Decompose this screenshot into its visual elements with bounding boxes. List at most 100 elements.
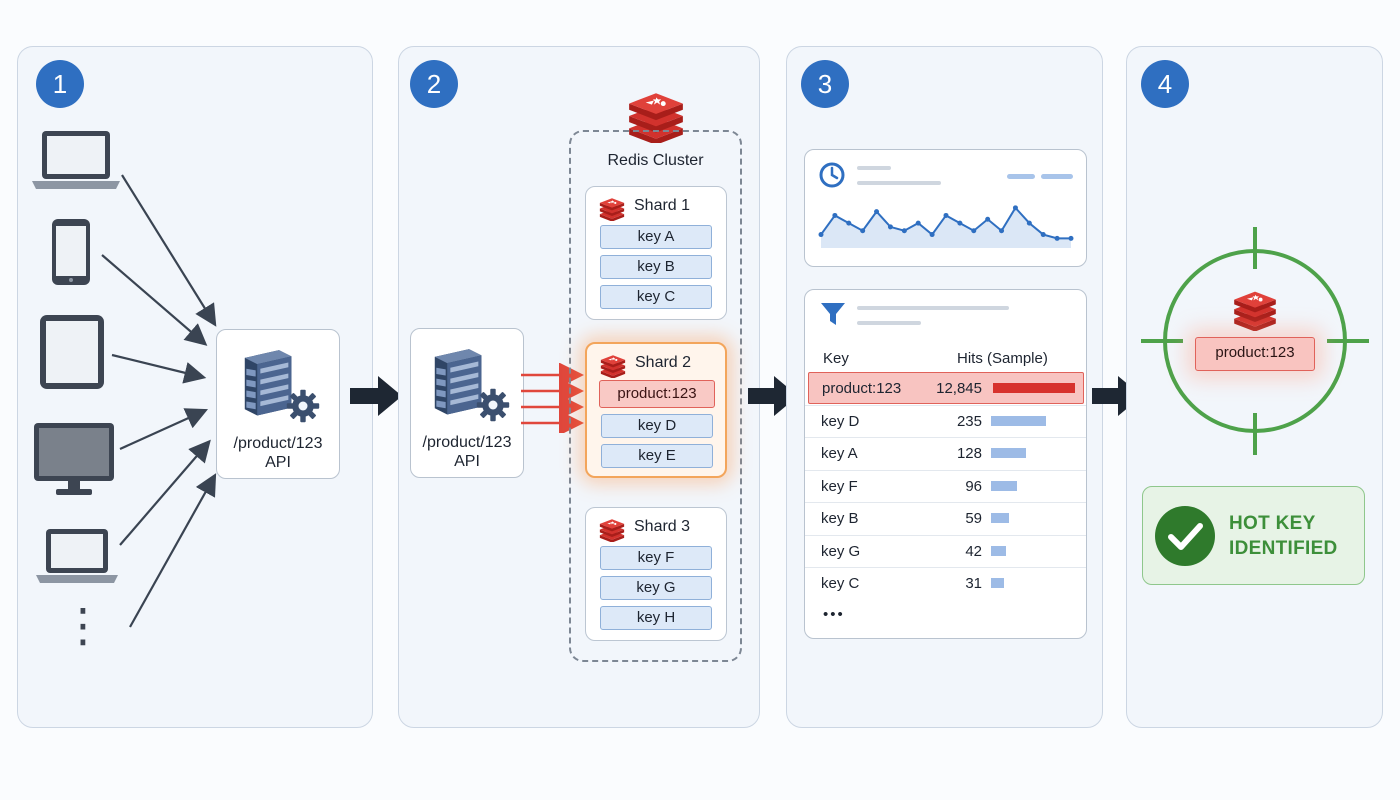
column-header-hits: Hits (Sample) xyxy=(957,350,1048,367)
api-endpoint-box: /product/123 API xyxy=(216,329,340,479)
monitor-icon xyxy=(34,423,114,495)
sparkline-point xyxy=(1040,232,1046,238)
request-arrows xyxy=(101,174,217,628)
sparkline-point xyxy=(1068,235,1074,241)
row-hits-bar xyxy=(991,480,1017,491)
laptop-icon xyxy=(36,529,118,583)
result-line-2: IDENTIFIED xyxy=(1229,538,1338,559)
key-box: key D xyxy=(601,414,713,438)
row-hits-bar xyxy=(991,578,1004,588)
sparkline-point xyxy=(818,232,824,238)
row-hits: 42 xyxy=(965,542,982,560)
row-key: product:123 xyxy=(822,380,902,397)
key-box: key A xyxy=(600,225,712,249)
flow-arrow-1 xyxy=(350,376,402,416)
row-hits-bar xyxy=(991,513,1009,523)
row-hits: 96 xyxy=(965,477,982,495)
tablet-icon xyxy=(40,315,104,389)
table-row: key C 31 xyxy=(805,567,1086,599)
api-path-label: /product/123 xyxy=(233,435,323,452)
redis-icon xyxy=(599,519,625,542)
server-gear-icon xyxy=(434,349,510,422)
key-box: key H xyxy=(600,606,712,630)
filter-icon xyxy=(821,303,845,325)
api-endpoint-box: /product/123 API xyxy=(410,328,524,478)
row-key: key G xyxy=(821,542,861,560)
api-type-label: API xyxy=(265,454,291,471)
api-path-label: /product/123 xyxy=(422,434,512,451)
api-type-label: API xyxy=(454,453,480,470)
row-key: key A xyxy=(821,445,858,462)
row-hits-bar xyxy=(993,383,1075,393)
row-hits: 31 xyxy=(965,575,982,592)
table-row: key G 42 xyxy=(805,534,1086,567)
laptop-icon xyxy=(32,131,120,189)
shard-2: Shard 2 product:123 key D key E xyxy=(585,342,727,478)
sparkline-point xyxy=(832,212,838,218)
hot-key-tag: product:123 xyxy=(1195,337,1315,371)
row-hits: 235 xyxy=(956,412,982,430)
shard-1: Shard 1 key A key B key C xyxy=(585,186,727,320)
sparkline-point xyxy=(1012,205,1018,211)
crosshair-icon xyxy=(1141,227,1369,455)
sparkline-point xyxy=(971,228,977,234)
sparkline-point xyxy=(887,224,893,230)
top-keys-card: Key Hits (Sample) product:123 12,845 key D… xyxy=(804,289,1087,639)
sparkline-point xyxy=(943,212,949,218)
table-row: key F 96 xyxy=(805,469,1086,502)
sparkline-area xyxy=(821,207,1071,248)
smartphone-icon xyxy=(52,219,90,285)
traffic-sparkline xyxy=(818,205,1074,248)
row-key: key F xyxy=(821,477,858,495)
redis-icon xyxy=(599,198,625,221)
step-4-badge: 4 xyxy=(1141,60,1189,108)
panel-step-4: 4 product:123 HOT KEY IDENTIFIED xyxy=(1126,46,1383,728)
column-header-key: Key xyxy=(823,350,849,367)
sparkline-point xyxy=(915,220,921,226)
sparkline-point xyxy=(860,228,866,234)
device-icons xyxy=(32,131,120,583)
key-box: key F xyxy=(600,546,712,570)
key-box: key C xyxy=(600,285,712,309)
step-1-badge: 1 xyxy=(36,60,84,108)
sparkline-point xyxy=(999,228,1005,234)
redis-icon xyxy=(1234,291,1276,331)
flow-arrow-2 xyxy=(748,376,798,416)
panel-step-1: 1 xyxy=(17,46,373,728)
cluster-title: Redis Cluster xyxy=(607,152,704,169)
key-box: key B xyxy=(600,255,712,279)
row-key: key C xyxy=(821,575,860,592)
server-gear-icon xyxy=(244,350,320,423)
table-row: key D 235 xyxy=(805,404,1086,437)
checkmark-icon xyxy=(1155,506,1215,566)
step-2-badge: 2 xyxy=(410,60,458,108)
row-key: key D xyxy=(821,412,860,430)
row-hits-bar xyxy=(991,415,1046,426)
sparkline-point xyxy=(1054,235,1060,241)
sparkline-point xyxy=(1026,220,1032,226)
hot-key-identified-banner: HOT KEY IDENTIFIED xyxy=(1142,486,1365,585)
shard-title: Shard 2 xyxy=(635,354,692,371)
shard-title: Shard 3 xyxy=(634,518,691,535)
header-placeholders xyxy=(857,306,1009,325)
row-hits-bar xyxy=(991,448,1026,458)
hot-key-box: product:123 xyxy=(599,380,715,408)
sparkline-point xyxy=(874,209,880,215)
header-placeholders xyxy=(857,166,1073,185)
shard-title: Shard 1 xyxy=(634,197,691,214)
row-hits: 128 xyxy=(956,445,982,462)
row-hits-bar xyxy=(991,545,1006,556)
more-devices: ⋮ xyxy=(60,599,106,651)
key-box: key E xyxy=(601,444,713,468)
clock-icon xyxy=(819,162,845,188)
result-line-1: HOT KEY xyxy=(1229,513,1316,534)
row-hits: 12,845 xyxy=(936,380,982,397)
traffic-timeseries-card xyxy=(804,149,1087,267)
hot-key-row: product:123 12,845 xyxy=(808,372,1084,404)
sparkline-point xyxy=(985,216,991,222)
key-box: key G xyxy=(600,576,712,600)
panel-step-2: 2 /product/123 API Redis Cluster xyxy=(398,46,760,728)
row-key: key B xyxy=(821,510,859,527)
more-rows: ••• xyxy=(823,606,845,623)
